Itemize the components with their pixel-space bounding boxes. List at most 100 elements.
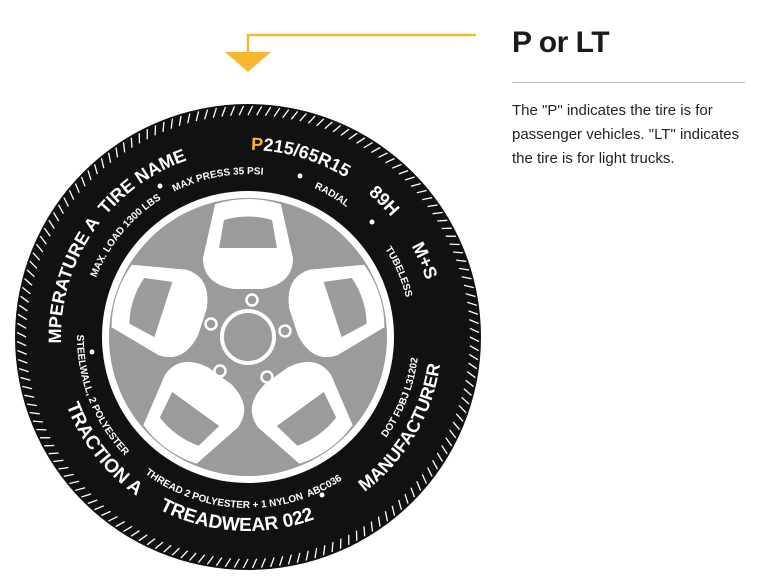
tread-mark [422, 196, 433, 201]
tread-mark [48, 219, 55, 229]
tread-mark [467, 301, 478, 307]
pointer-line [246, 33, 476, 54]
tread-mark [122, 142, 126, 153]
tread-mark [449, 429, 457, 439]
tread-mark [398, 169, 409, 175]
panel-description: The "P" indicates the tire is for passen… [512, 102, 740, 167]
tread-mark [264, 106, 272, 117]
tread-mark [48, 452, 59, 455]
tread-mark [26, 403, 38, 407]
tread-mark [68, 190, 75, 200]
separator-dot [369, 219, 375, 225]
panel-divider [512, 82, 745, 83]
tread-mark [410, 182, 421, 187]
tread-mark [332, 124, 342, 133]
tread-mark [398, 499, 403, 510]
tread-mark [178, 115, 182, 127]
tread-pattern [16, 105, 480, 569]
tread-mark [204, 109, 209, 120]
tread-mark [17, 358, 28, 364]
tread-mark [18, 367, 29, 373]
tread-mark [316, 118, 325, 127]
tread-mark [17, 349, 27, 355]
tread-mark [87, 170, 92, 181]
tread-mark [162, 121, 165, 132]
tread-mark [377, 516, 381, 527]
tread-mark [224, 557, 232, 568]
wheel-window [111, 264, 208, 358]
tread-mark [458, 405, 467, 414]
tread-mark [427, 467, 433, 477]
tread-mark [16, 340, 27, 347]
tread-mark [331, 542, 334, 553]
tread-mark [29, 411, 40, 415]
tread-mark [314, 547, 318, 559]
tread-mark [238, 105, 245, 116]
wheel-windows [111, 199, 385, 464]
tread-mark [465, 379, 475, 388]
tread-mark [468, 353, 479, 361]
tread-mark [385, 157, 395, 164]
tread-mark [465, 293, 476, 298]
tread-mark [16, 331, 27, 338]
panel-title: P or LT [512, 26, 610, 59]
tread-mark [20, 295, 30, 303]
tread-mark [57, 204, 64, 215]
tread-mark [195, 111, 200, 122]
separator-dot [89, 349, 95, 355]
tread-mark [468, 310, 479, 316]
tread-mark [35, 243, 44, 253]
tread-mark [94, 505, 105, 511]
size-prefix-highlight: P [251, 134, 264, 155]
tread-mark [370, 146, 381, 153]
tread-mark [43, 227, 51, 237]
tread-mark [69, 480, 80, 485]
tread-mark [463, 388, 472, 396]
tread-mark [154, 541, 164, 550]
tread-mark [432, 459, 439, 470]
separator-dot [157, 183, 163, 189]
tread-mark [463, 284, 474, 289]
tread-mark [416, 189, 427, 194]
tread-mark [461, 276, 472, 280]
tread-mark [410, 487, 416, 498]
wheel-window [288, 264, 385, 358]
tread-mark [230, 106, 236, 116]
tread-mark [363, 526, 366, 537]
tread-mark [466, 371, 476, 379]
tread-mark [458, 267, 470, 271]
tread-mark [21, 286, 31, 295]
tread-mark [469, 345, 479, 352]
tread-mark [32, 420, 43, 423]
tread-mark [32, 252, 41, 261]
tread-mark [391, 505, 396, 516]
tread-mark [242, 558, 249, 569]
tread-mark [74, 183, 80, 194]
tread-mark [305, 550, 309, 561]
tread-mark [189, 552, 197, 561]
tread-mark [469, 327, 480, 334]
tread-mark [58, 466, 69, 470]
wheel-hub [220, 309, 276, 365]
tread-mark [197, 554, 206, 564]
tread-mark [101, 510, 111, 517]
separator-dot [319, 492, 325, 498]
tread-mark [24, 278, 33, 286]
tread-mark [180, 550, 189, 559]
tread-mark [290, 110, 299, 120]
tread-mark [287, 554, 292, 565]
tread-mark [340, 128, 350, 136]
tread-mark [436, 452, 444, 462]
tread-mark [22, 385, 33, 390]
tread-mark [130, 530, 140, 537]
tread-mark [163, 544, 172, 553]
tread-mark [108, 516, 118, 522]
tread-mark [93, 164, 98, 175]
tread-mark [52, 212, 60, 222]
lug-nut [278, 324, 292, 338]
tread-mark [18, 304, 28, 312]
tread-mark [123, 525, 133, 533]
tread-mark [80, 176, 86, 187]
lug-nut [245, 293, 259, 307]
